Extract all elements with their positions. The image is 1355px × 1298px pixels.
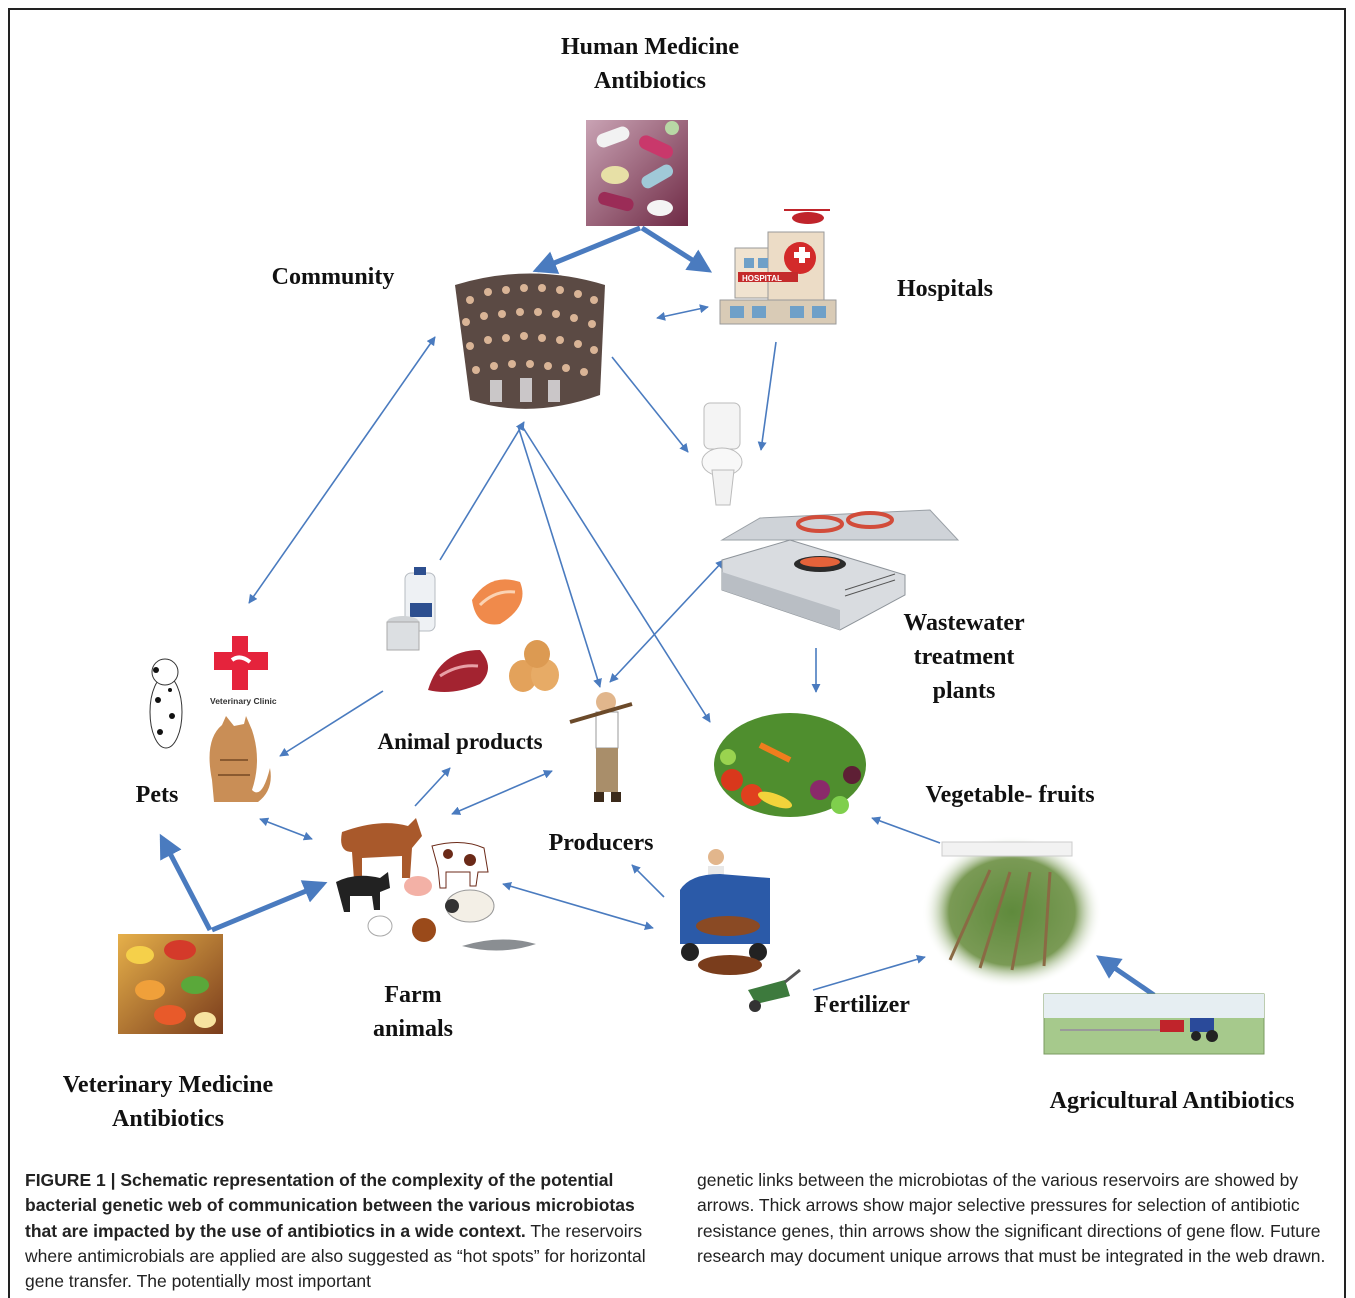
arrow-pets-farm	[259, 817, 313, 841]
caption-text-start: The reservoirs where antimicrobials are …	[25, 1220, 646, 1292]
arrow-farm-fertilizer	[502, 881, 654, 931]
arrow-fertilizer-field	[812, 954, 926, 991]
arrow-community-pets	[248, 336, 436, 604]
arrow-animalproducts-community	[439, 421, 525, 561]
arrow-human-to-hospitals	[640, 225, 713, 273]
community-crowd-image	[455, 273, 605, 409]
arrow-community-producers	[517, 425, 602, 688]
vet-clinic-logo-image: Veterinary Clinic	[210, 636, 277, 706]
arrow-hospitals-toilet	[757, 341, 777, 451]
arrow-animalproducts-pets	[279, 690, 384, 757]
veterinary-medicine-label: Veterinary Medicine Antibiotics	[62, 1072, 274, 1132]
toilet-image	[701, 402, 743, 506]
pets-label: Pets	[135, 782, 179, 808]
arrow-farm-animalproducts	[414, 767, 451, 807]
producers-label: Producers	[548, 830, 654, 856]
hospital-sign: HOSPITAL	[742, 274, 782, 283]
wastewater-label: Wastewater treatment plants	[903, 610, 1025, 704]
human-antibiotics-pills-image	[586, 120, 688, 226]
arrows	[159, 225, 1156, 998]
vegetables-fruits-image	[714, 713, 866, 817]
arrow-vet-to-pets	[159, 833, 213, 932]
arrow-vet-to-farm	[211, 880, 328, 933]
human-medicine-label: Human Medicine Antibiotics	[561, 34, 739, 94]
fertilizer-truck-image	[680, 849, 801, 1012]
pets-image	[149, 658, 271, 802]
caption-text-end: genetic links between the microbiotas of…	[697, 1170, 1326, 1266]
producer-farmer-image	[569, 692, 633, 802]
fertilizer-label: Fertilizer	[814, 992, 910, 1018]
arrow-community-toilet	[611, 356, 689, 453]
caption-label: FIGURE 1 | Schematic representation of t…	[25, 1170, 635, 1241]
agricultural-tractor-image	[1043, 993, 1265, 1055]
animal-products-image	[386, 567, 559, 692]
figure-frame	[8, 8, 1346, 1298]
arrow-producers-wastewater	[609, 559, 725, 683]
hospitals-label: Hospitals	[896, 276, 994, 302]
crop-field-image	[922, 836, 1102, 988]
arrow-farm-producers	[451, 770, 553, 815]
farm-animals-label: Farm animals	[372, 982, 453, 1042]
vet-clinic-sign: Veterinary Clinic	[210, 696, 277, 706]
farm-animals-image	[336, 818, 536, 951]
animal-products-label: Animal products	[377, 729, 543, 754]
vet-antibiotics-pills-image	[118, 934, 223, 1034]
vegetable-fruits-label: Vegetable- fruits	[925, 782, 1095, 808]
arrow-human-to-community	[532, 225, 641, 274]
figure-caption-left: FIGURE 1 | Schematic representation of t…	[25, 1168, 665, 1294]
arrow-fertilizer-producers	[631, 864, 665, 898]
arrow-field-vegetables	[871, 816, 941, 844]
diagram-canvas: HOSPITAL	[118, 120, 1265, 1055]
hospital-building-image: HOSPITAL	[719, 209, 837, 325]
arrow-community-hospitals	[656, 304, 709, 321]
agricultural-antibiotics-label: Agricultural Antibiotics	[1049, 1088, 1295, 1114]
figure-caption-right: genetic links between the microbiotas of…	[697, 1168, 1327, 1269]
wastewater-plant-image	[720, 509, 960, 631]
community-label: Community	[271, 264, 395, 290]
arrow-agri-to-field	[1096, 955, 1156, 998]
